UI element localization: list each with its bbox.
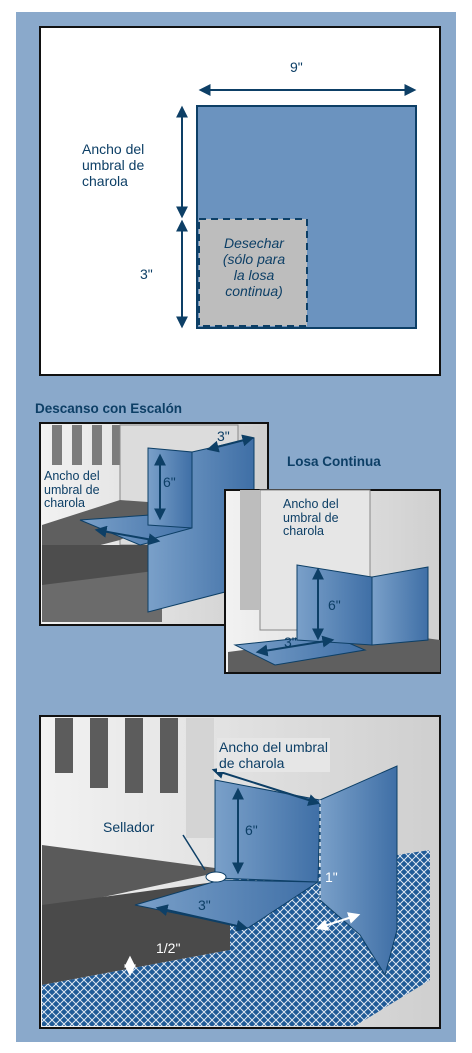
step-landing-title: Descanso con Escalón (35, 401, 183, 416)
overlap-1-label: 1" (325, 869, 338, 885)
step-height-6-label: 6" (163, 474, 176, 490)
continuous-slab-title: Losa Continua (287, 454, 381, 469)
slab-bottom-3-label: 3" (284, 634, 297, 650)
height-3-label: 3" (140, 266, 153, 282)
step-top-3-label: 3" (217, 428, 230, 444)
gap-half-label: 1/2" (156, 940, 181, 956)
width-9-label: 9" (290, 59, 303, 75)
sill-width-label: Ancho del umbral de charola (82, 141, 145, 189)
sealant-label: Sellador (103, 819, 155, 835)
slab-height-6-label: 6" (328, 597, 341, 613)
step-sill-width-label: Ancho del umbral de charola (44, 469, 100, 510)
detail-bottom-3-label: 3" (198, 897, 211, 913)
panel-4-detail (39, 715, 441, 1029)
detail-sill-width-label: Ancho del umbral de charola (217, 738, 330, 772)
detail-height-6-label: 6" (245, 822, 258, 838)
panel-1-template (39, 26, 441, 376)
panel-3-continuous-slab (224, 489, 441, 674)
discard-note: Desechar (sólo para la losa continua) (222, 235, 286, 299)
slab-sill-width-label: Ancho del umbral de charola (283, 497, 339, 538)
